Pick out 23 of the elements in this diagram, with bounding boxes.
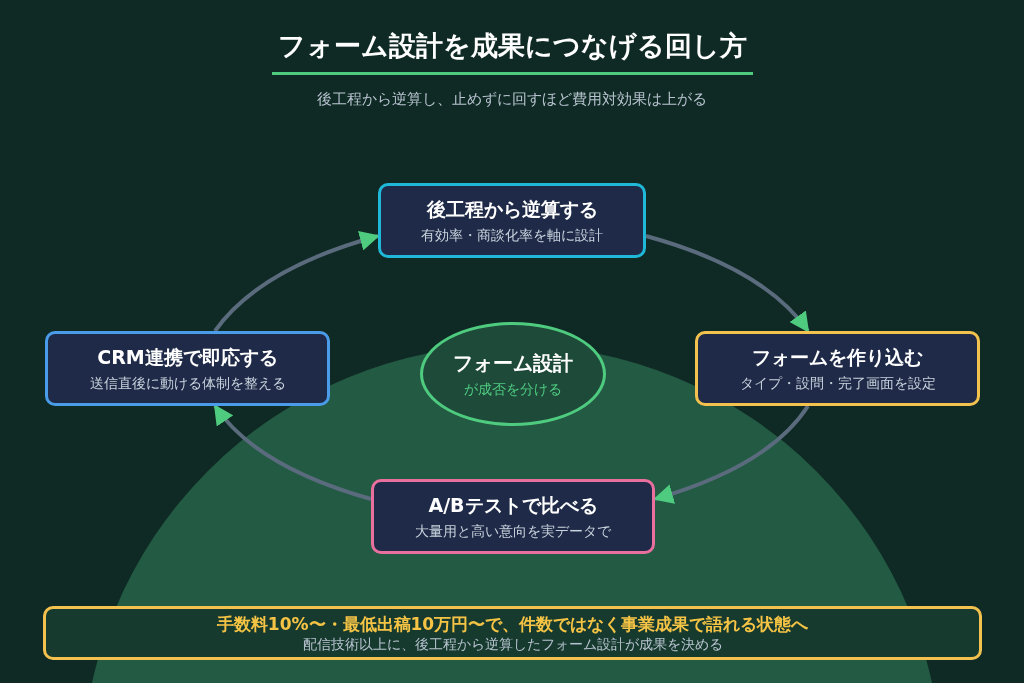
subtitle: 後工程から逆算し、止めずに回すほど費用対効果は上がる <box>316 90 708 109</box>
title: フォーム設計を成果につなげる回し方 <box>271 28 753 75</box>
arrow <box>213 231 380 333</box>
step-box <box>378 183 646 258</box>
heading: 手数料10%〜・最低出稿10万円〜で、件数ではなく事業成果で語れる状態へ <box>216 612 809 636</box>
step-box <box>695 331 980 406</box>
arrow <box>653 404 810 504</box>
step-box <box>371 479 655 554</box>
heading: 後工程から逆算する <box>426 196 598 222</box>
heading: A/Bテストで比べる <box>428 492 598 518</box>
description: 有効率・商談化率を軸に設計 <box>421 226 603 245</box>
description: タイプ・設問・完了画面を設定 <box>739 374 936 393</box>
arrow <box>213 404 372 501</box>
summary-banner <box>43 606 982 660</box>
description: が成否を分ける <box>464 380 562 399</box>
description: 送信直後に動ける体制を整える <box>89 374 286 393</box>
heading: フォームを作り込む <box>752 344 923 370</box>
arrow <box>645 234 810 333</box>
step-box <box>45 331 330 406</box>
heading: CRM連携で即応する <box>97 344 278 370</box>
heading: フォーム設計 <box>453 349 573 377</box>
description: 大量用と高い意向を実データで <box>415 522 611 541</box>
description: 配信技術以上に、後工程から逆算したフォーム設計が成果を決める <box>302 635 723 654</box>
